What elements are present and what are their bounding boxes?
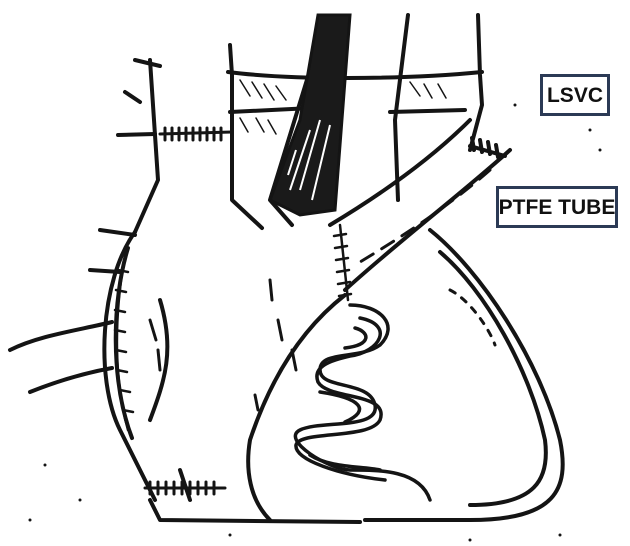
suture-upper xyxy=(160,128,232,140)
septum-line xyxy=(248,295,345,520)
shaded-vessel-fill xyxy=(270,15,350,215)
vessel-mid-line xyxy=(230,108,465,112)
vessel-right-wall xyxy=(470,15,482,150)
right-inner-border xyxy=(440,252,546,505)
serpentine-baffle xyxy=(295,305,430,500)
ptfe-tube xyxy=(330,120,510,290)
great-vessels xyxy=(228,15,482,228)
left-upper-strands xyxy=(118,60,160,232)
lsvc-label: LSVC xyxy=(540,74,610,116)
lower-border xyxy=(150,500,360,522)
ptfe-tube-label: PTFE TUBE xyxy=(496,186,618,228)
vessel-top-rim xyxy=(228,72,482,78)
shaded-vessel xyxy=(270,15,350,215)
tube-outer-top xyxy=(330,120,470,225)
sketch-marks xyxy=(150,280,495,410)
tube-end-suture xyxy=(470,138,505,157)
baffle-outer xyxy=(295,305,430,500)
right-heart xyxy=(150,230,563,522)
